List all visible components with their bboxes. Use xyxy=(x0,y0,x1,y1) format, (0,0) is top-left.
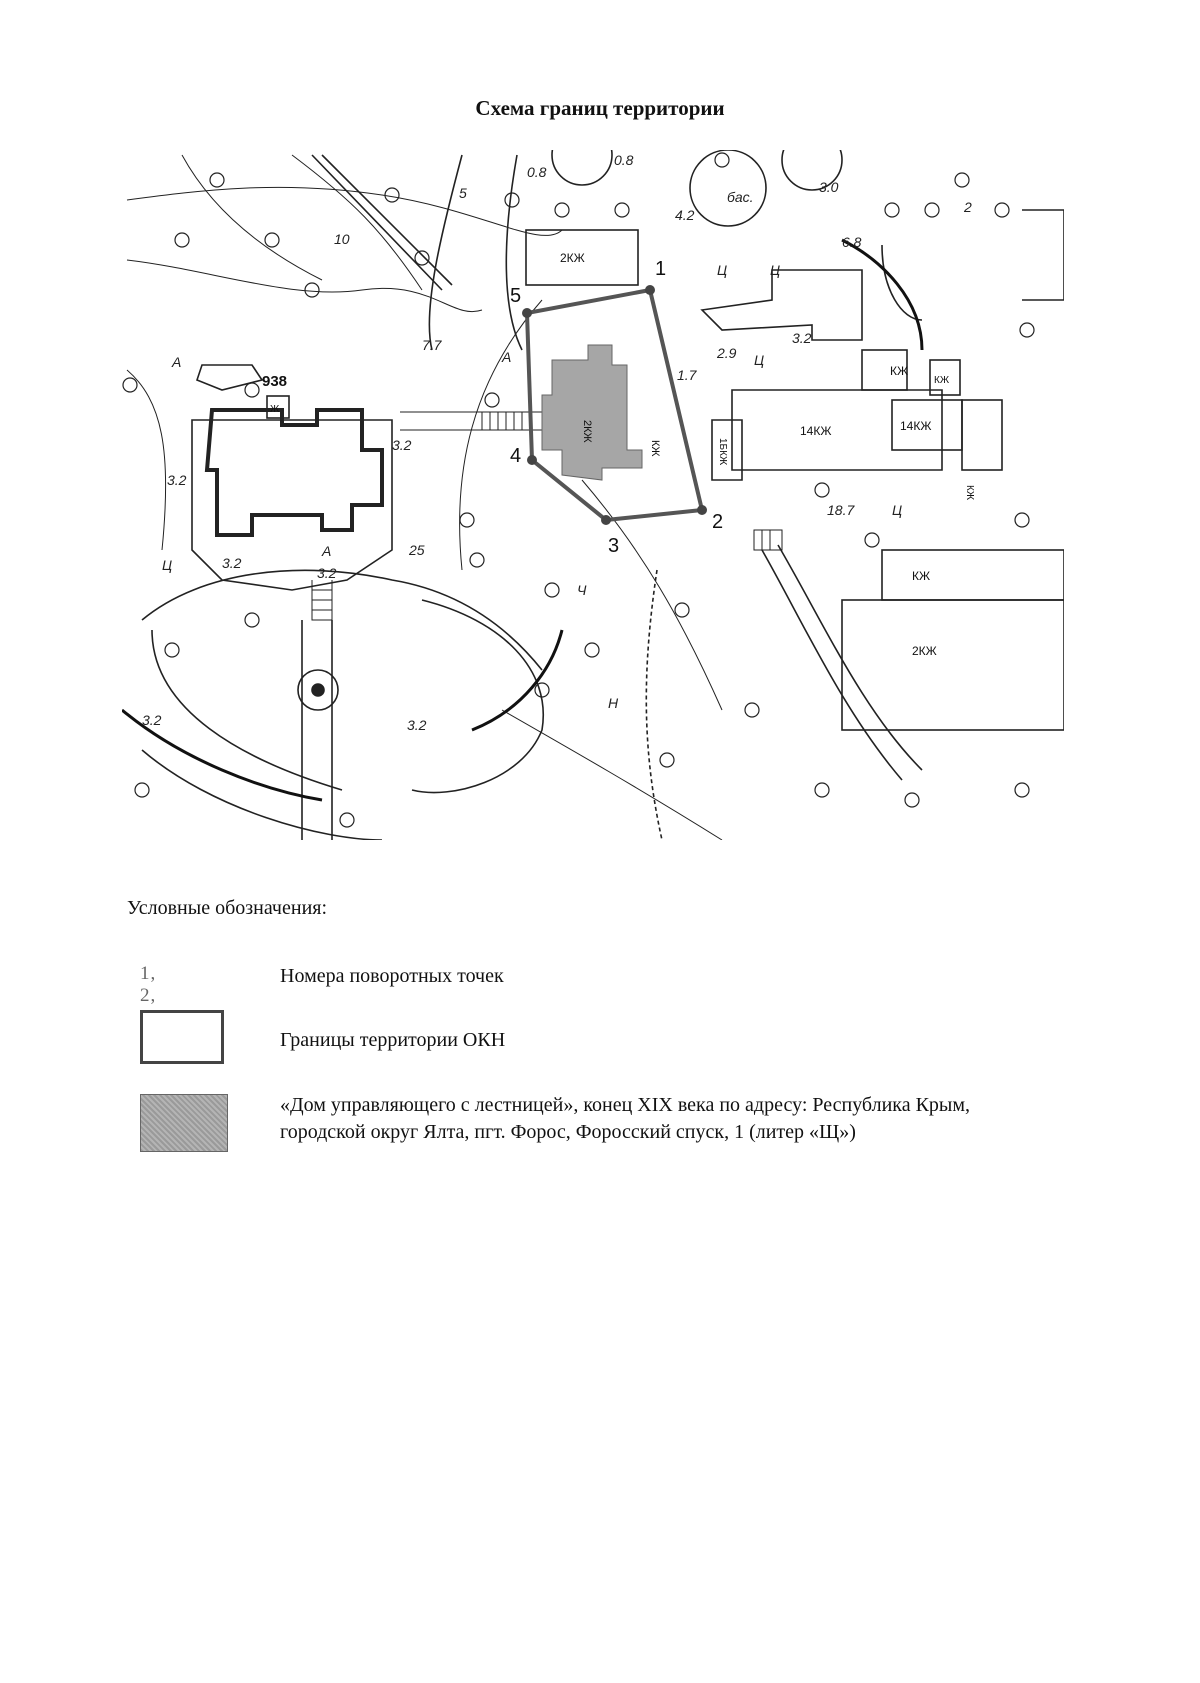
mark-ts-5: Ц xyxy=(770,262,780,278)
mark-ts-3: Ц xyxy=(892,502,902,518)
mark-ts-2: Ц xyxy=(754,352,764,368)
mark-a-1: А xyxy=(501,349,511,365)
mark-10: 10 xyxy=(334,231,350,247)
turning-point-3: 3 xyxy=(608,535,619,557)
mark-18-7: 18.7 xyxy=(827,502,855,518)
mark-3-2-c: 3.2 xyxy=(222,555,242,571)
legend-heading: Условные обозначения: xyxy=(127,897,328,919)
legend-text-boundary: Границы территории ОКН xyxy=(280,1029,506,1051)
legend-symbol-object-box xyxy=(140,1094,228,1152)
mark-ts-1: Ц xyxy=(717,262,727,278)
mark-ts-4: Ц xyxy=(162,557,172,573)
mark-ch: Ч xyxy=(577,582,587,598)
mark-3-2-b: 3.2 xyxy=(167,472,187,488)
label-zh: Ж xyxy=(270,404,280,415)
mark-n: Н xyxy=(608,695,619,711)
turning-point-5: 5 xyxy=(510,285,521,307)
turning-point-1: 1 xyxy=(655,258,666,280)
label-kzh-4: КЖ xyxy=(912,569,930,583)
mark-2-9: 2.9 xyxy=(716,345,737,361)
mark-3-2-g: 3.2 xyxy=(792,330,812,346)
label-kzh-1: КЖ xyxy=(890,364,908,378)
mark-5: 5 xyxy=(459,185,467,201)
label-kzh-3: КЖ xyxy=(964,485,975,501)
mark-bas: бас. xyxy=(727,189,754,205)
turning-point-4: 4 xyxy=(510,445,521,467)
mark-7-7: 7.7 xyxy=(422,337,443,353)
legend-text-object: «Дом управляющего с лестницей», конец XI… xyxy=(280,1094,971,1143)
label-2kzh-bottom: 2КЖ xyxy=(912,644,937,658)
legend-symbol-boundary-box xyxy=(140,1010,224,1064)
turning-point-2: 2 xyxy=(712,511,723,533)
map-drawing: 1 2 3 4 5 2КЖ 2КЖ КЖ 14КЖ 14КЖ 1БКЖ КЖ К… xyxy=(122,150,1064,840)
legend-text-turning-points: Номера поворотных точек xyxy=(280,965,504,987)
label-2kzh-top: 2КЖ xyxy=(560,251,585,265)
mark-0-8-b: 0.8 xyxy=(527,164,547,180)
mark-3-2-f: 3.2 xyxy=(407,717,427,733)
mark-a-3: А xyxy=(171,354,181,370)
mark-2: 2 xyxy=(963,199,972,215)
label-kzh-2: КЖ xyxy=(934,375,950,386)
label-14kzh-a: 14КЖ xyxy=(800,424,831,438)
mark-0-8-a: 0.8 xyxy=(614,152,634,168)
mark-a-2: А xyxy=(321,543,331,559)
label-14kzh-b: 14КЖ xyxy=(900,419,931,433)
mark-3-2-e: 3.2 xyxy=(142,712,162,728)
boundary-map: 1 2 3 4 5 2КЖ 2КЖ КЖ 14КЖ 14КЖ 1БКЖ КЖ К… xyxy=(122,150,1064,840)
mark-3-0: 3.0 xyxy=(819,179,839,195)
label-2kzh-object: 2КЖ xyxy=(581,420,593,443)
mark-3-2-d: 3.2 xyxy=(317,565,337,581)
mark-3-2-a: 3.2 xyxy=(392,437,412,453)
page-title: Схема границ территории xyxy=(475,96,725,120)
mark-1-7: 1.7 xyxy=(677,367,698,383)
mark-6-8: 6.8 xyxy=(842,234,862,250)
mark-25: 25 xyxy=(408,542,425,558)
label-16kzh: 1БКЖ xyxy=(717,438,728,466)
label-kzh-in-boundary: КЖ xyxy=(649,440,661,457)
mark-4-2: 4.2 xyxy=(675,207,695,223)
parcel-938: 938 xyxy=(262,373,287,390)
